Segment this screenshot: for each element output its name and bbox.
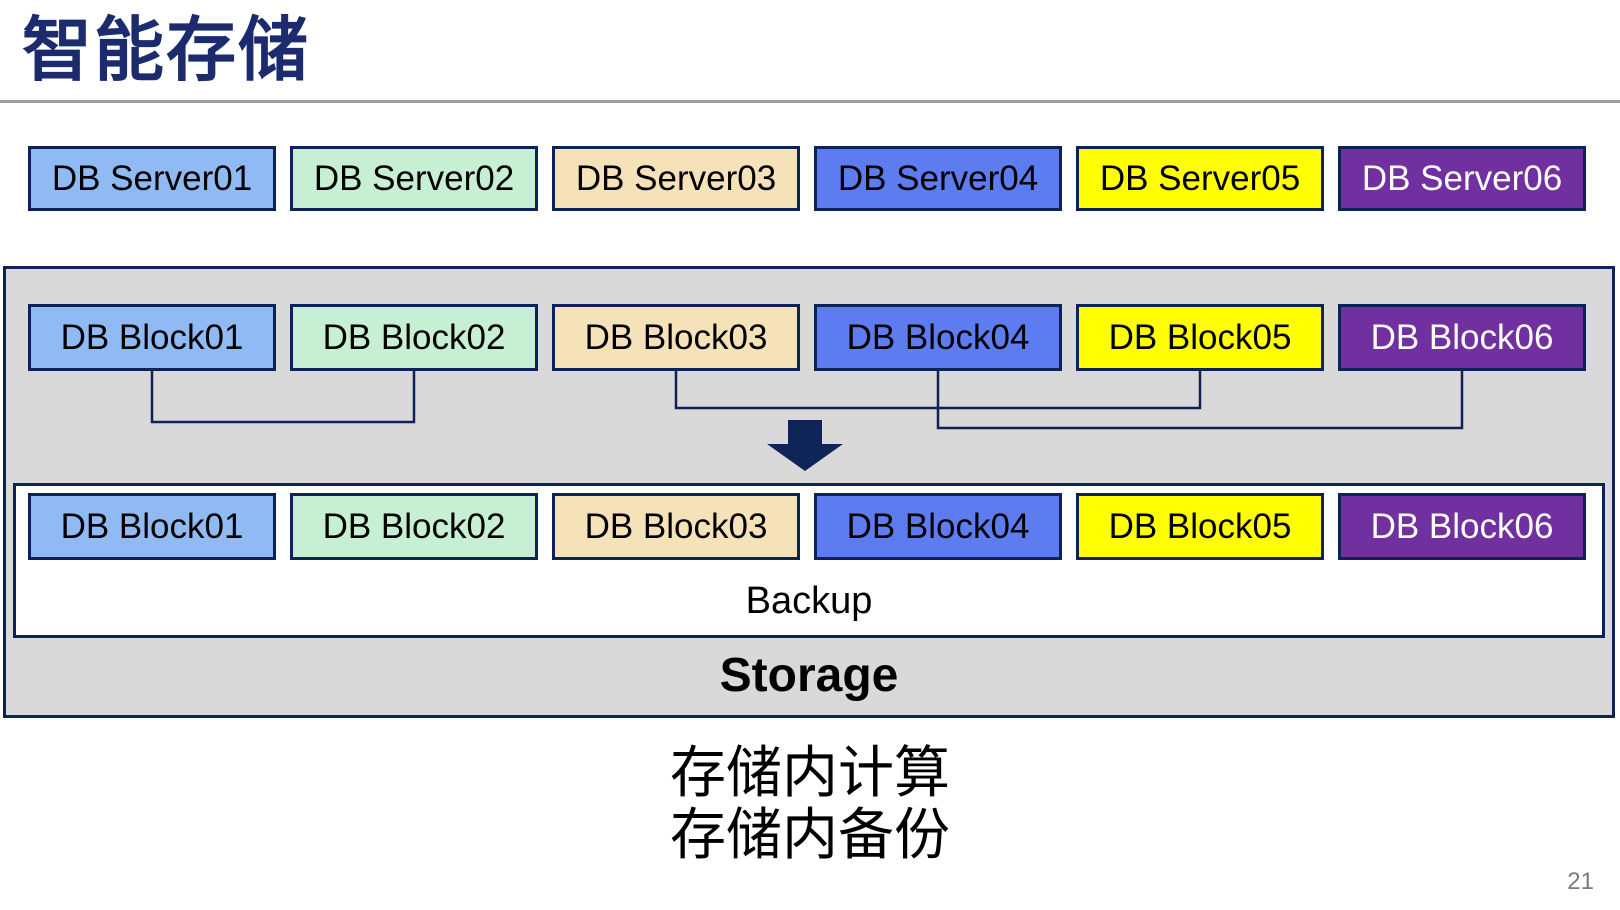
backup-block-06: DB Block06: [1338, 493, 1586, 560]
backup-block-01: DB Block01: [28, 493, 276, 560]
storage-block-top-01: DB Block01: [28, 304, 276, 371]
backup-block-04: DB Block04: [814, 493, 1062, 560]
db-server-05-box: DB Server05: [1076, 146, 1324, 211]
storage-block-top-02: DB Block02: [290, 304, 538, 371]
caption-line-2: 存储内备份: [670, 803, 950, 866]
storage-block-top-05: DB Block05: [1076, 304, 1324, 371]
storage-block-top-06: DB Block06: [1338, 304, 1586, 371]
db-server-03-box: DB Server03: [552, 146, 800, 211]
backup-block-03: DB Block03: [552, 493, 800, 560]
backup-label: Backup: [745, 580, 873, 622]
page-title: 智能存储: [22, 11, 310, 89]
backup-block-05: DB Block05: [1076, 493, 1324, 560]
db-server-02-box: DB Server02: [290, 146, 538, 211]
backup-block-02: DB Block02: [290, 493, 538, 560]
storage-block-top-04: DB Block04: [814, 304, 1062, 371]
db-server-04-box: DB Server04: [814, 146, 1062, 211]
db-server-01-box: DB Server01: [28, 146, 276, 211]
caption-line-1: 存储内计算: [670, 741, 950, 804]
db-server-06-box: DB Server06: [1338, 146, 1586, 211]
storage-title: Storage: [719, 649, 899, 702]
title-underline: [0, 100, 1620, 103]
storage-block-top-03: DB Block03: [552, 304, 800, 371]
page-number: 21: [1567, 868, 1594, 895]
slide-captions: 存储内计算 存储内备份: [0, 742, 1620, 866]
